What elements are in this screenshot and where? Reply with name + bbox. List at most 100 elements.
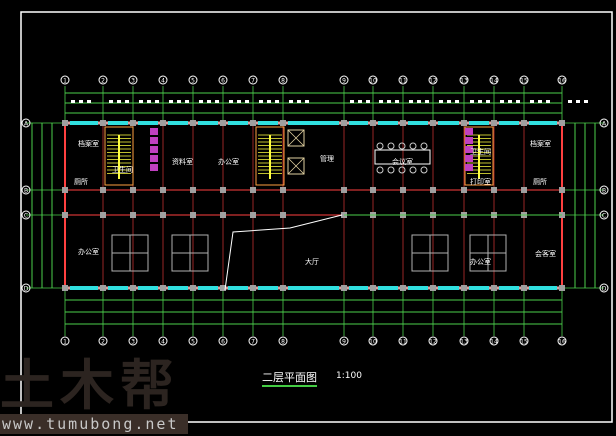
axis-bubble [278, 75, 288, 85]
column [250, 187, 256, 193]
axis-bubble [128, 75, 138, 85]
dimension-text [358, 100, 362, 103]
axis-bubble [599, 283, 609, 293]
column [130, 120, 136, 126]
dimension-text [584, 100, 588, 103]
column [491, 120, 497, 126]
axis-label: 12 [429, 78, 437, 85]
column [559, 285, 565, 291]
window [408, 121, 428, 125]
axis-bubble [489, 75, 499, 85]
dimension-text [289, 100, 293, 103]
axis-label: 15 [520, 78, 528, 85]
window [228, 121, 248, 125]
axis-label: 13 [460, 339, 468, 346]
column [370, 120, 376, 126]
window [349, 121, 368, 125]
dimension-text [500, 100, 504, 103]
column [280, 187, 286, 193]
dimension-text [109, 100, 113, 103]
axis-bubble [278, 336, 288, 346]
axis-label: 6 [221, 339, 225, 346]
column [400, 285, 406, 291]
room-label: 办公室 [470, 258, 491, 266]
stair-outline [255, 126, 285, 186]
axis-label: 12 [429, 339, 437, 346]
column [430, 120, 436, 126]
room-label: 办公室 [78, 248, 99, 256]
axis-label: 10 [369, 339, 377, 346]
dimension-text [125, 100, 129, 103]
toilet-fixture [465, 155, 473, 162]
drawing-title: 二层平面图 [262, 369, 317, 387]
dimension-text [155, 100, 159, 103]
axis-label: 4 [161, 78, 165, 85]
axis-label: 16 [558, 339, 566, 346]
dimension-text [417, 100, 421, 103]
dimension-text [139, 100, 143, 103]
axis-bubble [128, 336, 138, 346]
column [341, 187, 347, 193]
column [130, 187, 136, 193]
column [461, 187, 467, 193]
dimension-text [229, 100, 233, 103]
room-label: 办公室 [218, 158, 239, 166]
elevator [287, 129, 305, 147]
chair [420, 166, 428, 174]
axis-label: 11 [399, 78, 407, 85]
dimension-text [87, 100, 91, 103]
column [220, 187, 226, 193]
axis-bubble [557, 75, 567, 85]
column [461, 285, 467, 291]
window [198, 121, 218, 125]
dimension-text [516, 100, 520, 103]
axis-bubble [21, 210, 31, 220]
column [370, 187, 376, 193]
column [430, 187, 436, 193]
dimension-text [568, 100, 572, 103]
watermark-url: www.tumubong.net [0, 414, 188, 434]
window [198, 286, 218, 290]
window [499, 286, 519, 290]
column [280, 285, 286, 291]
dimension-text [185, 100, 189, 103]
toilet-fixture [150, 128, 158, 135]
room-label: 资料室 [172, 158, 193, 166]
axis-bubble [519, 75, 529, 85]
column [160, 120, 166, 126]
axis-label: 8 [281, 78, 285, 85]
toilet-fixture [465, 128, 473, 135]
window [138, 121, 158, 125]
dimension-text [447, 100, 451, 103]
axis-bubble [21, 118, 31, 128]
room-label: 档案室 [78, 140, 99, 148]
toilet-fixture [150, 137, 158, 144]
axis-bubble [158, 75, 168, 85]
dimension-text [387, 100, 391, 103]
window [529, 121, 557, 125]
dimension-text [275, 100, 279, 103]
axis-label: 6 [221, 78, 225, 85]
axis-bubble [248, 75, 258, 85]
elevator [287, 157, 305, 175]
axis-bubble [339, 75, 349, 85]
toilet-fixture [150, 164, 158, 171]
window [529, 286, 557, 290]
dimension-text [297, 100, 301, 103]
toilet-fixture [150, 146, 158, 153]
axis-bubble [428, 336, 438, 346]
axis-bubble [557, 336, 567, 346]
axis-label: 1 [63, 339, 67, 346]
room-label: 档案室 [530, 140, 551, 148]
column [521, 285, 527, 291]
column [341, 285, 347, 291]
chair [387, 142, 395, 150]
column [190, 120, 196, 126]
axis-bubble [599, 185, 609, 195]
axis-label: A [24, 121, 29, 128]
window [258, 286, 278, 290]
dimension-text [245, 100, 249, 103]
axis-label: 9 [342, 78, 346, 85]
